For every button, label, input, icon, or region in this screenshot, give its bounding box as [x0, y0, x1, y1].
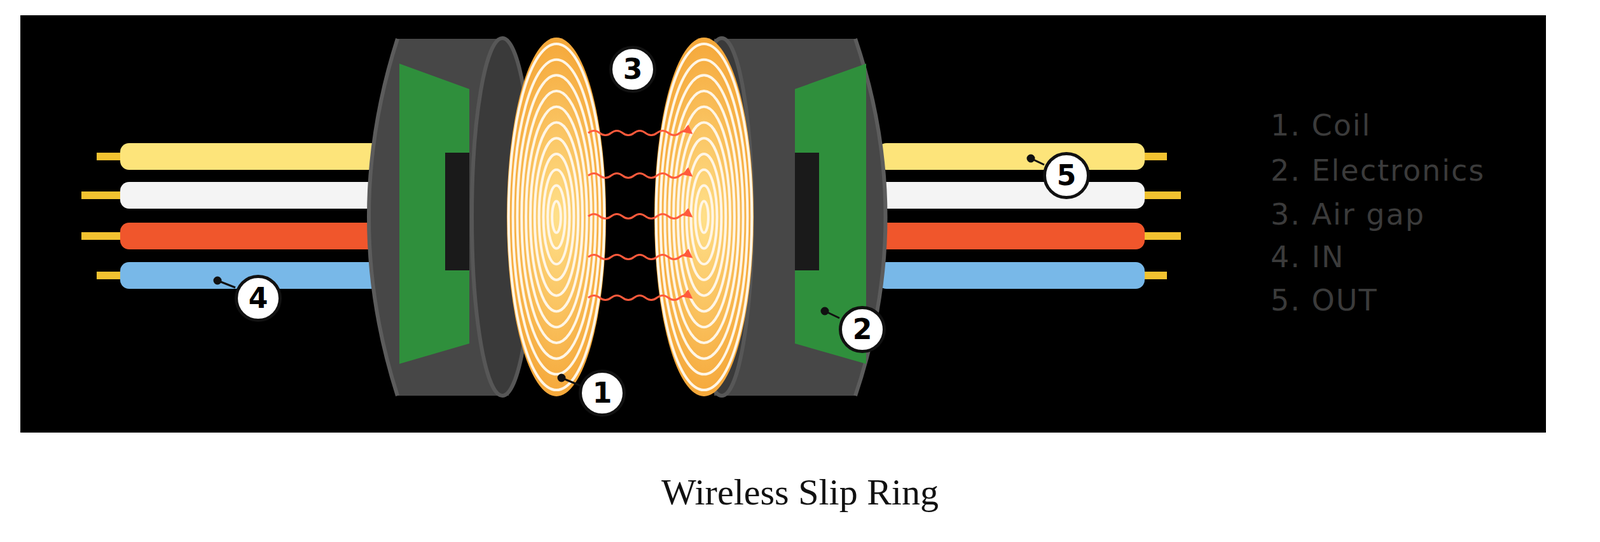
- energy-arrows: [588, 131, 692, 301]
- callout-number: 4: [234, 274, 282, 322]
- coil-winding: [686, 153, 722, 280]
- coil-winding: [508, 43, 605, 390]
- legend-text: 4. IN: [1270, 239, 1345, 275]
- energy-arrow: [588, 173, 692, 179]
- coil-winding: [534, 137, 579, 296]
- coil-winding: [521, 90, 591, 343]
- background-panel: [20, 15, 1546, 433]
- callout-number: 1: [578, 369, 626, 417]
- coil-winding: [513, 59, 601, 375]
- coil-winding: [547, 185, 565, 249]
- coil-winding: [660, 59, 748, 375]
- coil-winding: [525, 106, 587, 327]
- output-wires: [877, 143, 1181, 289]
- energy-arrow: [588, 255, 692, 260]
- coil-winding: [543, 169, 570, 264]
- caption: Wireless Slip Ring: [661, 470, 939, 514]
- coil-winding: [517, 75, 596, 359]
- coil-winding: [673, 106, 735, 327]
- coils: [506, 37, 754, 397]
- leader-lines: [214, 155, 1045, 386]
- coil-winding: [690, 169, 717, 264]
- coil-winding: [551, 200, 561, 233]
- energy-arrow: [588, 295, 692, 301]
- coil-winding: [539, 153, 575, 280]
- callout-number: 5: [1042, 151, 1090, 200]
- energy-arrow: [588, 131, 692, 136]
- coil-winding: [677, 122, 731, 312]
- coil-winding: [530, 122, 583, 312]
- coil-winding: [664, 75, 743, 359]
- coil-winding: [699, 200, 709, 233]
- energy-arrow: [588, 214, 692, 219]
- callout-number: 3: [609, 45, 657, 93]
- legend-text: 3. Air gap: [1270, 197, 1426, 232]
- legend-text: 5. OUT: [1270, 282, 1379, 318]
- input-wires: [81, 143, 388, 289]
- coil-winding: [695, 185, 713, 249]
- coil-disc: [506, 37, 607, 397]
- callout-number: 2: [838, 305, 886, 353]
- legend-text: 1. Coil: [1270, 108, 1372, 143]
- coil-winding: [682, 137, 726, 296]
- electronics-board: [399, 63, 470, 364]
- legend-text: 2. Electronics: [1270, 153, 1485, 188]
